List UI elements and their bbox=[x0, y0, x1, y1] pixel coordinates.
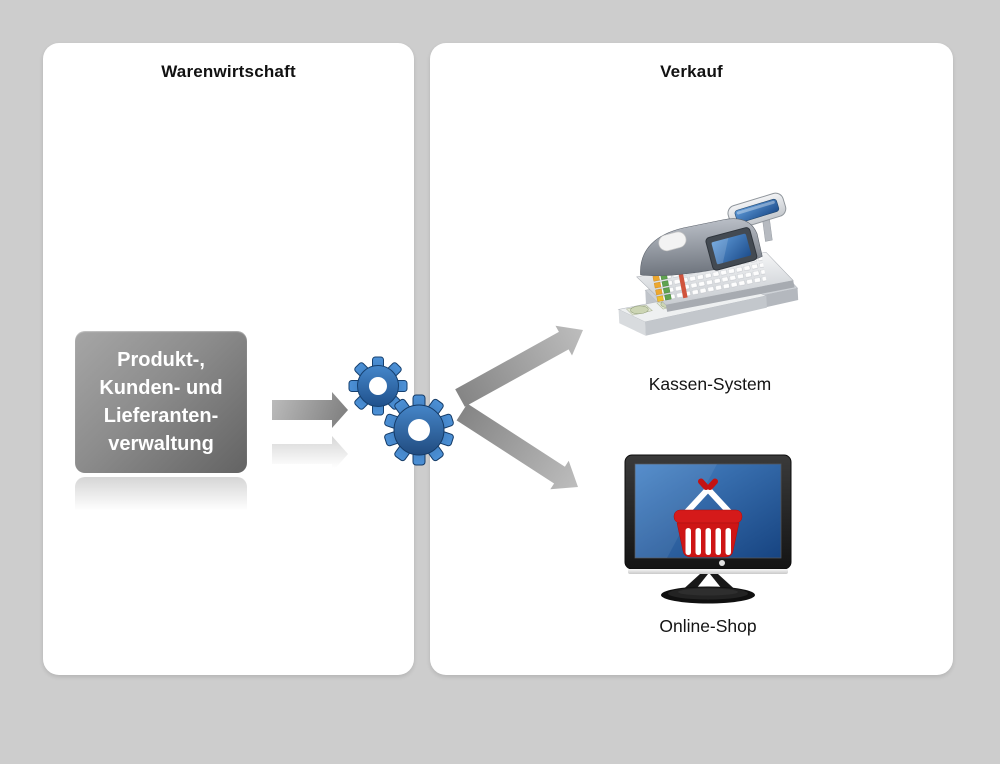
arrow-gears-to-shop bbox=[456, 403, 578, 490]
shopping-basket-icon bbox=[673, 478, 743, 558]
online-shop-monitor-icon bbox=[624, 454, 792, 604]
panel-title-warenwirtschaft: Warenwirtschaft bbox=[161, 62, 296, 81]
process-box-line: Kunden- und bbox=[99, 377, 223, 399]
process-box-reflection bbox=[75, 477, 247, 519]
arrow-reflection bbox=[272, 436, 348, 472]
paper-roll bbox=[658, 231, 687, 252]
node-kassen-system: Kassen-System bbox=[600, 190, 820, 395]
connector-graphics bbox=[272, 325, 583, 490]
kassen-system-label: Kassen-System bbox=[648, 374, 772, 394]
power-button-icon bbox=[719, 560, 725, 566]
register-display bbox=[705, 227, 758, 271]
monitor-stand bbox=[661, 574, 755, 604]
process-box-line: verwaltung bbox=[108, 433, 214, 455]
panel-title-verkauf: Verkauf bbox=[660, 62, 723, 81]
keypad bbox=[652, 254, 767, 304]
arrow-box-to-gears bbox=[272, 392, 348, 428]
arrow-gears-to-kassen bbox=[455, 325, 583, 407]
process-box-line: Produkt-, bbox=[117, 349, 205, 371]
online-shop-label: Online-Shop bbox=[659, 616, 757, 636]
node-online-shop: Online-Shop bbox=[608, 452, 808, 637]
process-box-verwaltung: Produkt-, Kunden- und Lieferanten- verwa… bbox=[75, 331, 247, 473]
process-box-line: Lieferanten- bbox=[103, 405, 219, 427]
gears-icon bbox=[348, 356, 454, 466]
cash-register-icon bbox=[617, 192, 799, 336]
